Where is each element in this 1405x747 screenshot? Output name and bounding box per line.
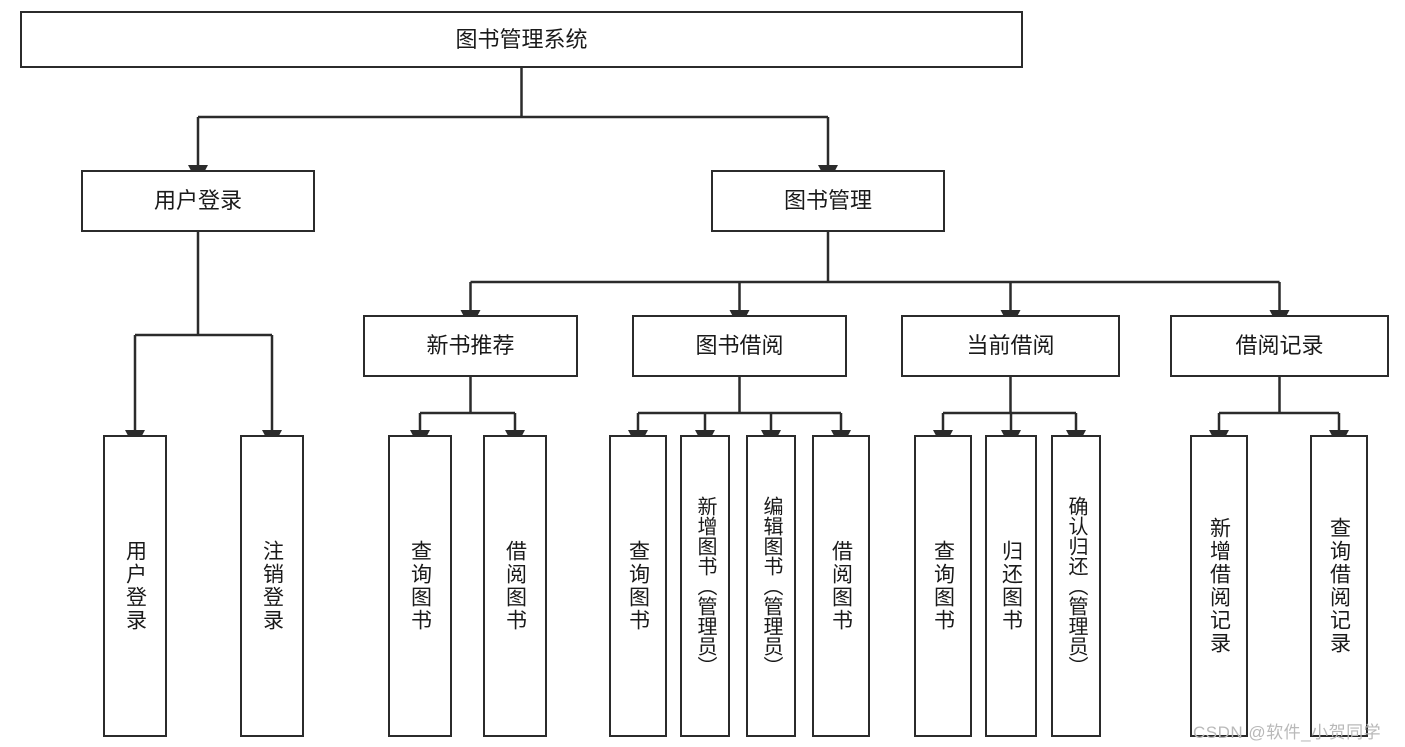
node-root[interactable]: 图书管理系统 (20, 11, 1023, 68)
node-label: 借阅图书 (503, 540, 527, 632)
node-leaf-rec-borrow[interactable]: 借阅图书 (483, 435, 547, 737)
node-label: 借阅图书 (829, 540, 853, 632)
node-leaf-rec-query[interactable]: 查询图书 (388, 435, 452, 737)
node-label: 新书推荐 (426, 333, 515, 359)
node-leaf-borrow-add[interactable]: 新增图书（管理员） (680, 435, 730, 737)
node-l3-new-book-rec[interactable]: 新书推荐 (363, 315, 578, 377)
node-leaf-cur-query[interactable]: 查询图书 (914, 435, 972, 737)
node-l3-borrow-record[interactable]: 借阅记录 (1170, 315, 1389, 377)
node-label: 图书管理 (783, 188, 872, 214)
node-label: 查询借阅记录 (1327, 517, 1351, 655)
node-label: 编辑图书（管理员） (760, 496, 782, 676)
node-l3-book-borrow[interactable]: 图书借阅 (632, 315, 847, 377)
node-label: 用户登录 (153, 188, 242, 214)
node-label: 查询图书 (931, 540, 955, 632)
node-leaf-rec-add[interactable]: 新增借阅记录 (1190, 435, 1248, 737)
node-label: 确认归还（管理员） (1065, 496, 1087, 676)
node-label: 用户登录 (123, 540, 147, 632)
node-leaf-cur-return[interactable]: 归还图书 (985, 435, 1037, 737)
edge-paths (125, 68, 1349, 449)
node-label: 图书管理系统 (455, 26, 588, 52)
node-leaf-borrow-query[interactable]: 查询图书 (609, 435, 667, 737)
node-leaf-user-login[interactable]: 用户登录 (103, 435, 167, 737)
node-label: 注销登录 (260, 540, 284, 632)
node-l2-user-login[interactable]: 用户登录 (81, 170, 315, 232)
node-label: 图书借阅 (695, 333, 784, 359)
node-label: 当前借阅 (966, 333, 1055, 359)
node-label: 查询图书 (626, 540, 650, 632)
node-leaf-cur-confirm[interactable]: 确认归还（管理员） (1051, 435, 1101, 737)
node-label: 归还图书 (999, 540, 1023, 632)
node-leaf-rec-search[interactable]: 查询借阅记录 (1310, 435, 1368, 737)
node-leaf-user-logout[interactable]: 注销登录 (240, 435, 304, 737)
node-label: 借阅记录 (1235, 333, 1324, 359)
node-label: 新增借阅记录 (1207, 517, 1231, 655)
node-leaf-borrow-edit[interactable]: 编辑图书（管理员） (746, 435, 796, 737)
node-l2-book-mgmt[interactable]: 图书管理 (711, 170, 945, 232)
node-l3-current-borrow[interactable]: 当前借阅 (901, 315, 1120, 377)
node-leaf-borrow-take[interactable]: 借阅图书 (812, 435, 870, 737)
node-label: 查询图书 (408, 540, 432, 632)
node-label: 新增图书（管理员） (694, 496, 716, 676)
